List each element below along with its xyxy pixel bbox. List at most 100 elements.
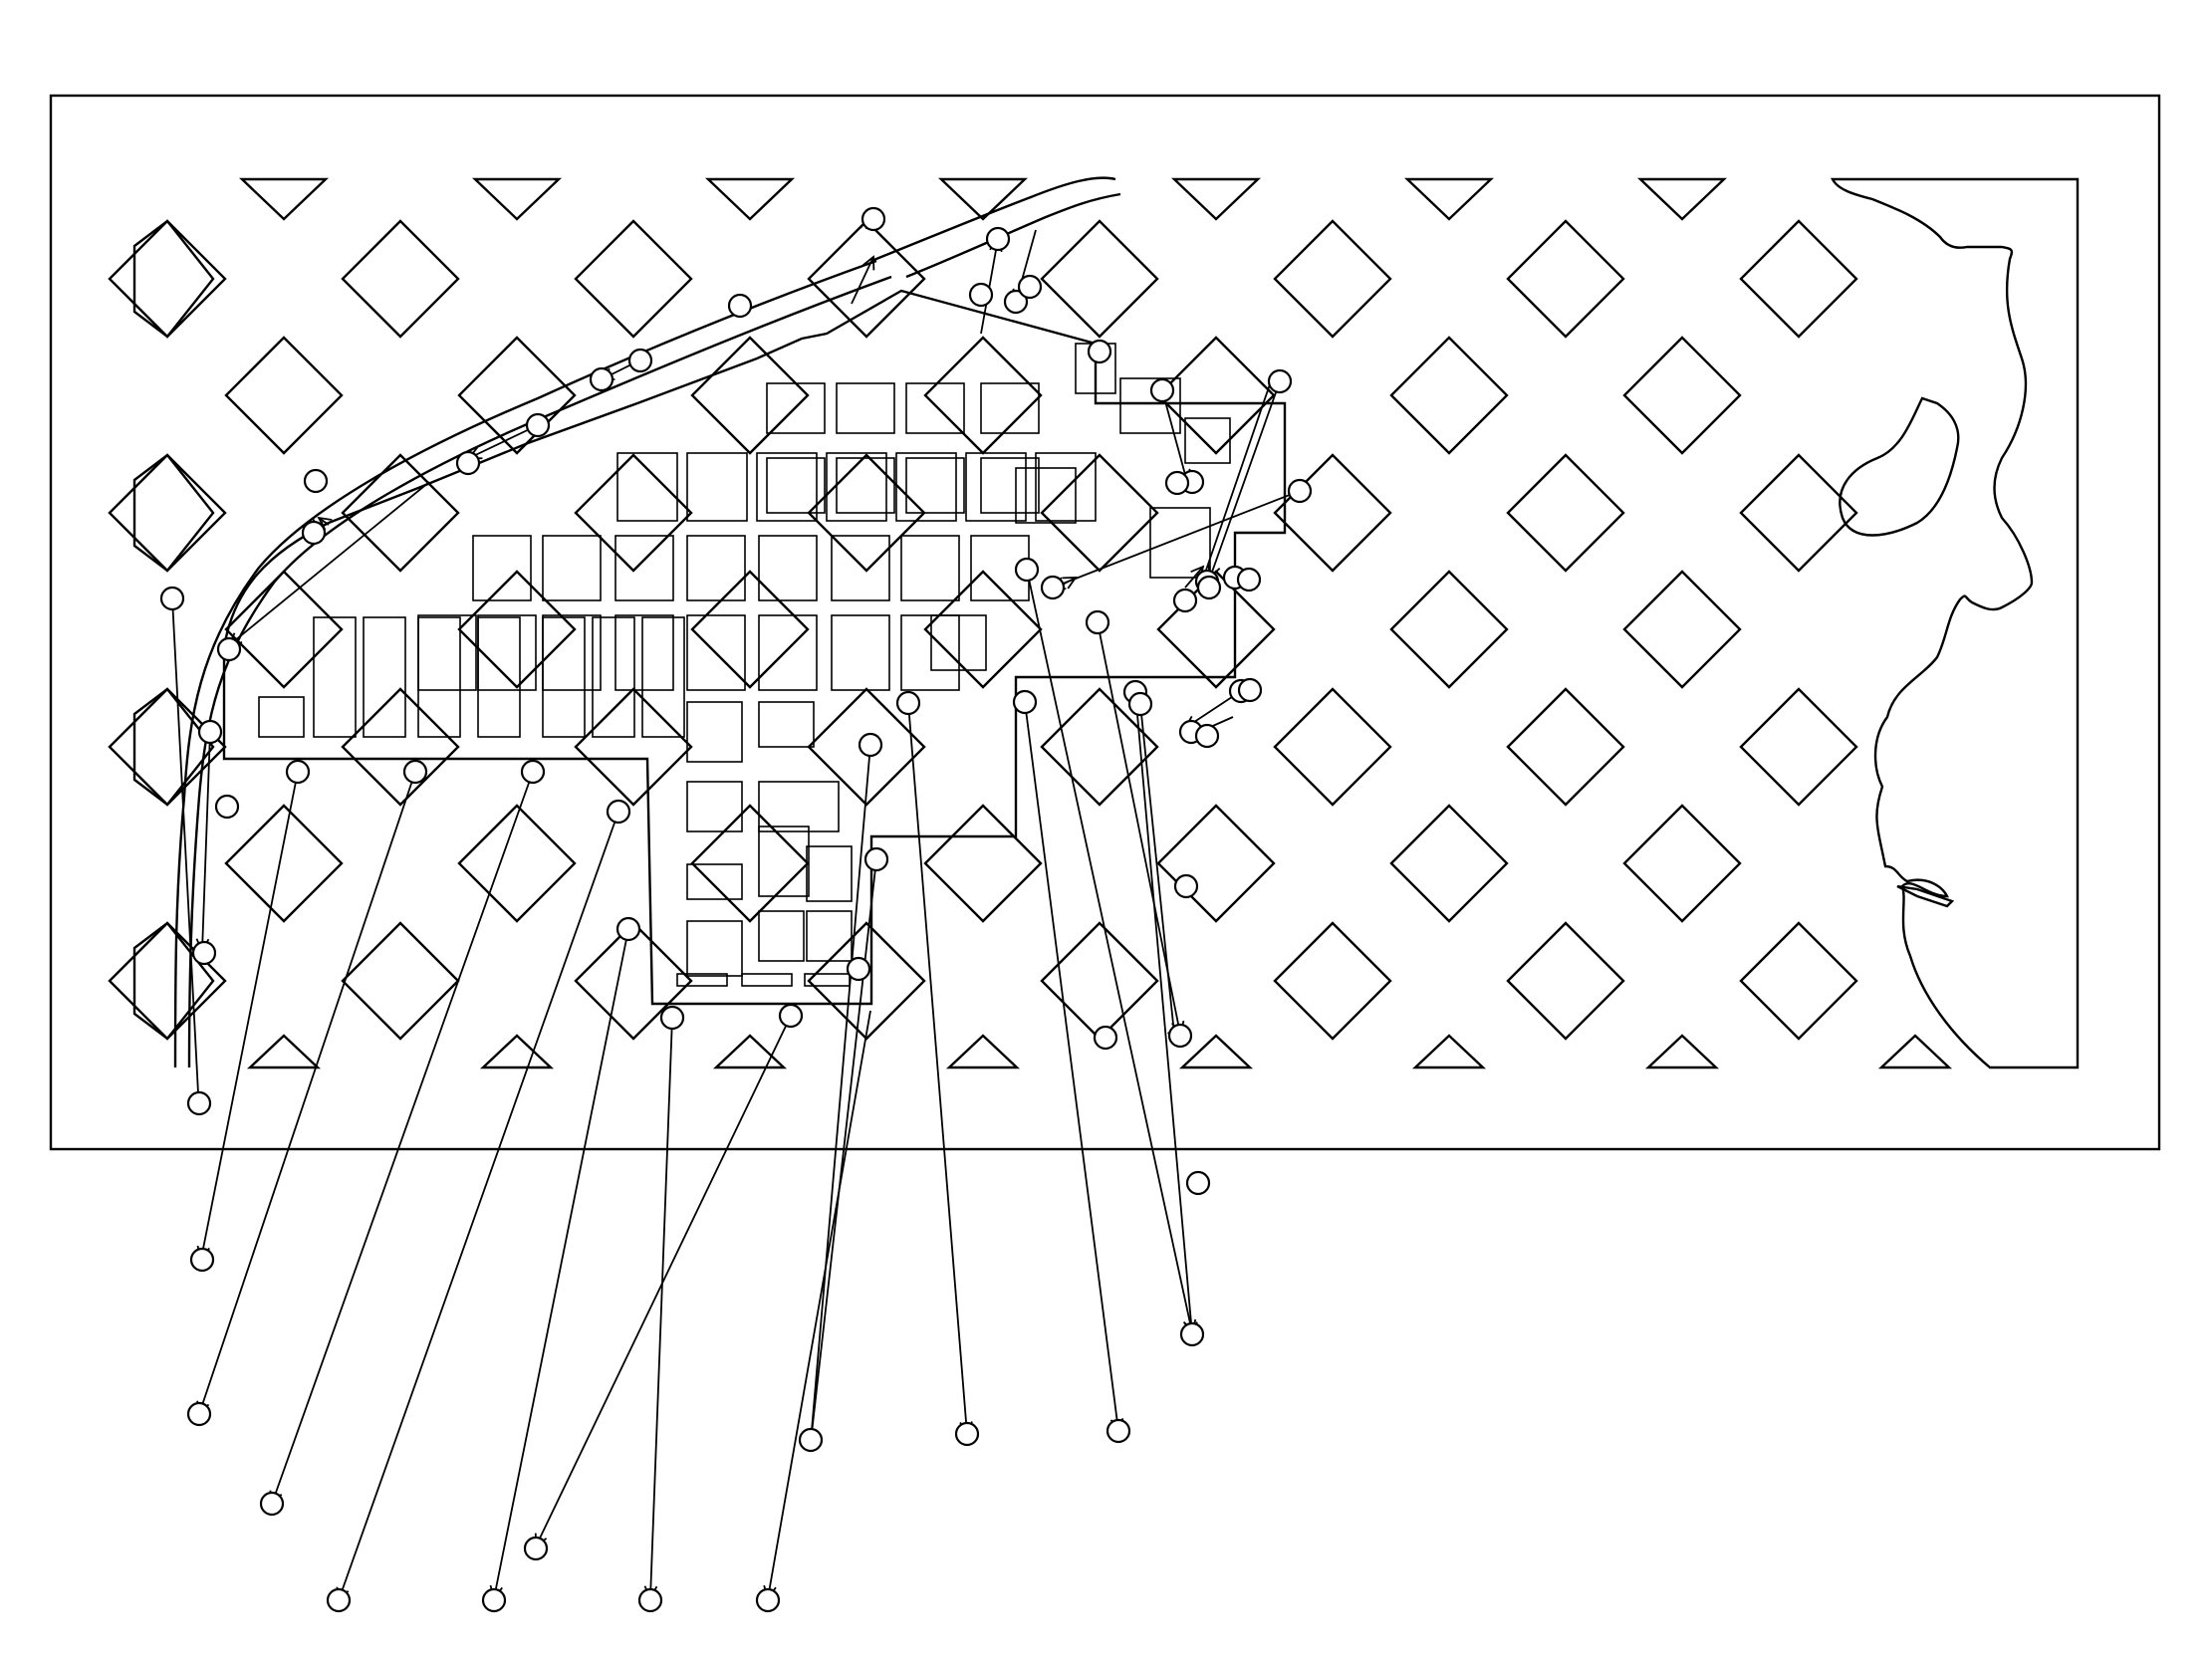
lattice-diamond [1506, 921, 1625, 1041]
city-block [980, 457, 1040, 514]
leader-line [468, 424, 539, 459]
lattice-diamond [1739, 453, 1858, 573]
leader-line [649, 1017, 673, 1599]
lattice-diamond [457, 804, 577, 923]
marker-circle [615, 916, 641, 942]
lattice-triangle [239, 177, 329, 221]
marker-circle [1164, 470, 1190, 496]
city-block [477, 614, 537, 691]
lattice-triangle [1404, 177, 1494, 221]
city-block [806, 910, 853, 962]
city-block [758, 781, 840, 832]
marker-circle [186, 1090, 212, 1116]
lattice-diamond [1506, 687, 1625, 807]
city-block [758, 910, 805, 962]
marker-circle [1173, 873, 1199, 899]
marker-circle [525, 412, 551, 438]
lattice-diamond [1273, 219, 1392, 339]
marker-circle [186, 1401, 212, 1427]
lattice-diamond [341, 219, 460, 339]
marker-circle [589, 366, 614, 392]
lattice-diamond [807, 687, 926, 807]
marker-circle [1167, 1023, 1193, 1049]
city-block [741, 973, 793, 987]
city-block [1015, 467, 1077, 524]
marker-circle [1014, 557, 1040, 583]
leader-line [810, 858, 877, 1443]
city-block [758, 701, 815, 748]
outer-frame [49, 94, 2161, 1151]
leader-line [907, 702, 968, 1435]
lattice-diamond [341, 921, 460, 1041]
marker-circle [755, 1587, 781, 1613]
lattice-diamond [923, 804, 1043, 923]
marker-circle [659, 1005, 685, 1031]
leader-line [228, 481, 430, 646]
lattice-half-diamond [132, 921, 215, 1041]
city-block [766, 457, 826, 514]
lattice-diamond [1389, 804, 1509, 923]
lattice-diamond [1040, 453, 1159, 573]
leader-line [271, 771, 534, 1505]
leader-line [1209, 380, 1281, 579]
lattice-diamond [1273, 453, 1392, 573]
leader-line [1199, 380, 1272, 589]
city-block [1035, 452, 1097, 522]
city-block [930, 614, 987, 671]
lattice-diamond [807, 453, 926, 573]
marker-circle [1017, 274, 1043, 300]
lattice-triangle [938, 177, 1028, 221]
lattice-diamond [690, 336, 810, 455]
coast-pier [1896, 884, 1955, 908]
marker-circle [191, 940, 217, 966]
lattice-triangle [1171, 177, 1261, 221]
lattice-triangle [1178, 1034, 1254, 1069]
lattice-diamond [574, 687, 693, 807]
marker-circle [303, 468, 329, 494]
marker-circle [520, 759, 546, 785]
city-block [836, 382, 895, 434]
coast-inlet [1839, 396, 1960, 537]
lattice-diamond [1739, 687, 1858, 807]
city-block [965, 452, 1027, 522]
lattice-diamond [1156, 804, 1276, 923]
marker-circle [606, 799, 631, 825]
marker-circle [159, 586, 185, 611]
city-block [905, 457, 965, 514]
lattice-triangle [246, 1034, 322, 1069]
marker-circle [301, 520, 327, 546]
lattice-diamond [224, 804, 344, 923]
marker-circle [189, 1247, 215, 1273]
marker-circle [481, 1587, 507, 1613]
leader-line [1161, 389, 1188, 483]
lattice-diamond [108, 453, 227, 573]
city-block [686, 781, 743, 832]
marker-circle [1127, 691, 1153, 717]
leader-line [318, 517, 330, 526]
lattice-diamond [1040, 219, 1159, 339]
leader-line [1052, 490, 1301, 589]
marker-circle [1185, 1170, 1211, 1196]
marker-circle [860, 206, 886, 232]
city-block [758, 614, 818, 691]
lattice-diamond [574, 453, 693, 573]
marker-circle [326, 1587, 352, 1613]
lattice-triangle [1877, 1034, 1953, 1069]
leader-line [171, 597, 200, 1113]
marker-circle [1003, 289, 1029, 315]
city-block [806, 845, 853, 902]
city-block [766, 382, 826, 434]
city-block [895, 452, 957, 522]
lattice-diamond [923, 336, 1043, 455]
city-block [616, 452, 678, 522]
lattice-diamond [1040, 921, 1159, 1041]
city-block [614, 614, 674, 691]
lattice-diamond [457, 570, 577, 689]
city-block [686, 863, 743, 900]
city-block [641, 616, 685, 738]
lattice-half-diamond [132, 453, 215, 573]
leader-line [1134, 691, 1193, 1335]
marker-circle [259, 1491, 285, 1517]
leader-line [493, 928, 629, 1599]
lattice-diamond [341, 453, 460, 573]
